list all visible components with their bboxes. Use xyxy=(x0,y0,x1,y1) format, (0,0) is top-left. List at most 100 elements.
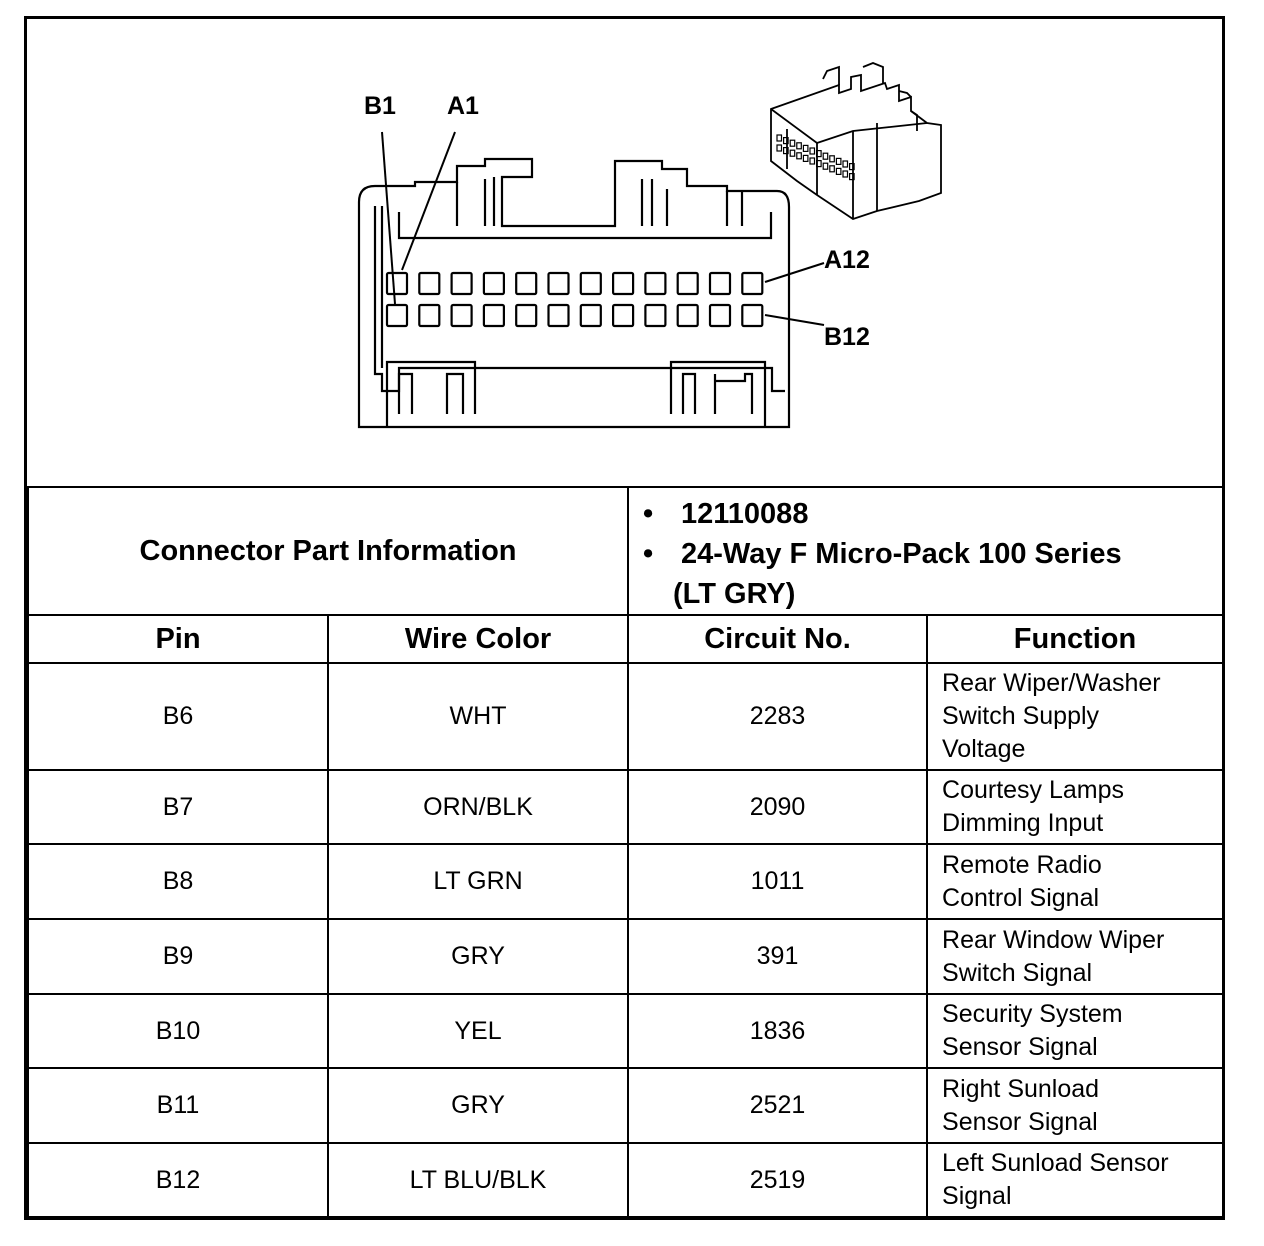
mini-pin-cavity xyxy=(776,144,783,152)
function-line: Switch Signal xyxy=(942,958,1093,987)
pin-cell: B10 xyxy=(27,993,329,1069)
mini-pin-cavity xyxy=(829,165,835,173)
header-wire-color: Wire Color xyxy=(326,614,630,664)
connector-face-drawing xyxy=(357,62,942,429)
mini-pin-cavity xyxy=(835,157,842,165)
pin-cavity xyxy=(676,271,699,296)
header-row: Pin Wire Color Circuit No. Function xyxy=(27,614,1225,664)
wire-color-cell: YEL xyxy=(326,993,630,1069)
pin-cavity xyxy=(385,271,409,296)
circuit-cell: 2519 xyxy=(627,1142,929,1218)
pin-cavity xyxy=(676,303,699,328)
pin-cavity xyxy=(708,303,732,328)
pin-cavity xyxy=(579,303,602,328)
part-number: 12110088 xyxy=(681,498,809,530)
bullet-icon: • xyxy=(643,498,654,530)
mini-pin-cavity xyxy=(842,170,849,178)
pin-cavity xyxy=(418,271,441,296)
pin-cavity xyxy=(482,303,505,328)
mini-pin-cavity xyxy=(789,149,796,157)
connector-info-label: Connector Part Information xyxy=(26,486,630,616)
pin-cell: B8 xyxy=(27,843,329,920)
pin-cavity xyxy=(450,271,473,296)
wire-color-cell: ORN/BLK xyxy=(326,769,630,845)
circuit-cell: 2521 xyxy=(627,1067,929,1144)
pin-label-b12: B12 xyxy=(824,323,870,351)
mini-pin-cavity xyxy=(848,173,855,181)
wire-color-cell: WHT xyxy=(326,662,630,771)
mini-pin-cavity xyxy=(815,150,822,158)
mini-pin-cavity xyxy=(842,160,849,168)
pin-cavity xyxy=(611,271,635,296)
function-line: Switch Supply xyxy=(942,702,1100,730)
function-line: Sensor Signal xyxy=(942,1033,1098,1061)
function-line: Voltage xyxy=(942,735,1026,763)
pin-cavity xyxy=(741,271,764,296)
pin-cavity xyxy=(482,271,505,296)
connector-diagram: B1 A1 A12 B12 xyxy=(27,19,1222,487)
wire-color-cell: LT BLU/BLK xyxy=(326,1142,630,1218)
header-circuit-no: Circuit No. xyxy=(627,614,929,664)
circuit-cell: 2090 xyxy=(627,769,929,845)
function-line: Sensor Signal xyxy=(942,1107,1098,1136)
mini-pin-cavity xyxy=(782,136,789,145)
pin-cavity xyxy=(741,303,764,328)
mini-pin-cavity xyxy=(776,134,783,142)
mini-pin-cavity xyxy=(822,162,829,170)
pin-cavity xyxy=(708,271,732,296)
connector-info-row: Connector Part Information •12110088 •24… xyxy=(26,486,1225,616)
pin-cell: B6 xyxy=(27,662,329,771)
mini-pin-cavity xyxy=(829,155,835,163)
pin-cell: B9 xyxy=(27,918,329,995)
wire-color-cell: LT GRN xyxy=(326,843,630,920)
pin-label-b1: B1 xyxy=(364,92,396,120)
mini-pin-cavity xyxy=(789,139,796,147)
mini-pin-cavity xyxy=(809,157,816,165)
mini-pin-cavity xyxy=(802,154,809,162)
mini-pin-cavity xyxy=(796,142,802,150)
function-line: Signal xyxy=(942,1182,1012,1210)
function-line: Security System xyxy=(942,1000,1123,1028)
pin-label-a1: A1 xyxy=(447,92,479,120)
circuit-cell: 391 xyxy=(627,918,929,995)
mini-pin-cavity xyxy=(848,163,855,171)
pin-cavity xyxy=(418,303,441,328)
pin-cell: B12 xyxy=(27,1142,329,1218)
pinout-table: Connector Part Information •12110088 •24… xyxy=(26,486,1225,1218)
pin-cell: B7 xyxy=(27,769,329,845)
function-line: Remote Radio xyxy=(942,850,1102,879)
pin-cavity xyxy=(450,303,473,328)
pin-cavity xyxy=(547,303,570,328)
mini-pin-cavity xyxy=(782,147,789,155)
function-line: Rear Window Wiper xyxy=(942,925,1165,954)
pin-cavity xyxy=(644,271,667,296)
function-line: Rear Wiper/Washer xyxy=(942,669,1161,697)
pin-label-a12: A12 xyxy=(824,246,870,274)
function-line: Courtesy Lamps xyxy=(942,776,1125,804)
mini-pin-cavity xyxy=(796,152,802,160)
mini-pin-cavity xyxy=(815,160,822,168)
pin-cavity xyxy=(611,303,635,328)
pin-cavity xyxy=(579,271,602,296)
connector-color: (LT GRY) xyxy=(673,578,796,610)
bullet-icon: • xyxy=(643,538,654,570)
pin-cavity xyxy=(644,303,667,328)
mini-pin-cavity xyxy=(835,167,842,175)
pin-cavity xyxy=(547,271,570,296)
pin-cavity xyxy=(515,271,538,296)
pin-cavity xyxy=(515,303,538,328)
